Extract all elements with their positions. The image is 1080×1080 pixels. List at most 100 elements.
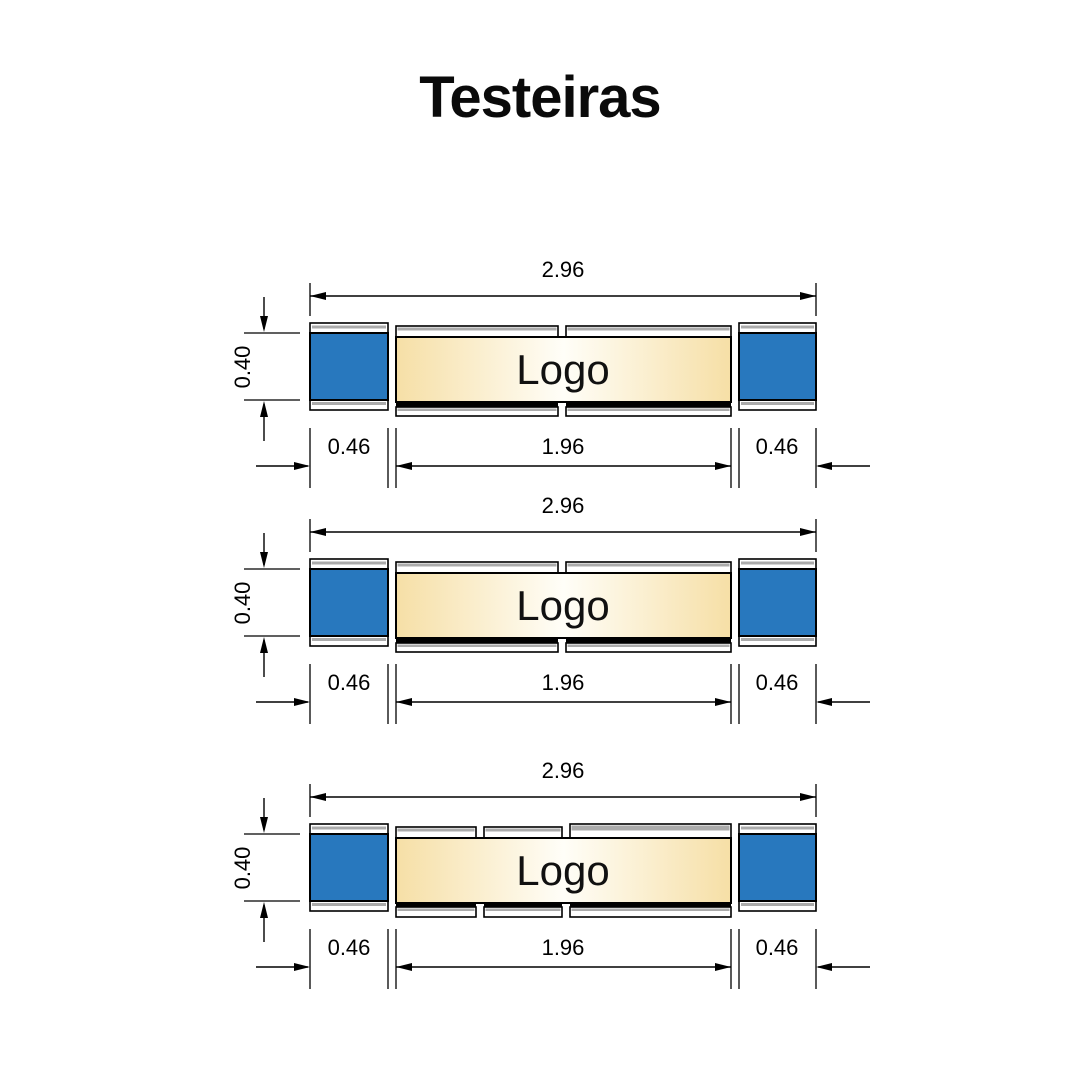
dimension-right-cap: 0.46 bbox=[738, 664, 870, 724]
dimension-total-width: 2.96 bbox=[309, 758, 817, 817]
dim-label-logo-width: 1.96 bbox=[542, 935, 585, 960]
bottom-band-segment bbox=[396, 903, 476, 907]
diagram-testeira-3: 2.96 0.40 bbox=[230, 758, 870, 989]
arrowhead-right bbox=[715, 698, 731, 706]
arrowhead-right bbox=[715, 462, 731, 470]
dimension-height: 0.40 bbox=[230, 297, 300, 441]
bottom-band-segment bbox=[396, 402, 558, 407]
dimension-left-cap: 0.46 bbox=[256, 929, 389, 989]
dim-label-total-width: 2.96 bbox=[542, 758, 585, 783]
bottom-rail-segment bbox=[483, 906, 563, 918]
arrowhead-down bbox=[260, 552, 268, 568]
trim-line bbox=[741, 561, 814, 565]
trim-line bbox=[397, 408, 557, 411]
dim-label-total-width: 2.96 bbox=[542, 493, 585, 518]
arrowhead-left bbox=[310, 528, 326, 536]
bottom-band-segment bbox=[570, 903, 731, 907]
trim-line bbox=[485, 908, 561, 911]
dim-label-right-cap: 0.46 bbox=[756, 670, 799, 695]
arrowhead-right bbox=[800, 793, 816, 801]
bottom-band-segment bbox=[566, 638, 731, 643]
bottom-rail-segment bbox=[565, 406, 732, 417]
end-cap-left bbox=[309, 823, 389, 912]
arrowhead-right bbox=[294, 963, 310, 971]
arrowhead-right bbox=[294, 462, 310, 470]
arrowhead-left bbox=[310, 292, 326, 300]
logo-panel bbox=[395, 572, 732, 639]
logo-label: Logo bbox=[516, 582, 609, 629]
end-cap-left-panel bbox=[309, 332, 389, 401]
dimension-total-width: 2.96 bbox=[309, 257, 817, 316]
arrowhead-left bbox=[396, 698, 412, 706]
arrowhead-up bbox=[260, 902, 268, 918]
dim-label-logo-width: 1.96 bbox=[542, 670, 585, 695]
bottom-band-segment bbox=[396, 638, 558, 643]
dimension-total-width: 2.96 bbox=[309, 493, 817, 552]
trim-line bbox=[571, 825, 730, 831]
logo-panel-assembly: Logo bbox=[395, 561, 732, 653]
dim-label-left-cap: 0.46 bbox=[328, 670, 371, 695]
trim-line bbox=[741, 826, 814, 830]
trim-line bbox=[741, 325, 814, 329]
bottom-rail-segment bbox=[569, 906, 732, 918]
trim-line bbox=[567, 408, 730, 411]
bottom-band-segment bbox=[566, 402, 731, 407]
end-cap-left bbox=[309, 558, 389, 647]
diagram-testeira-2: 2.96 0.40 bbox=[230, 493, 870, 724]
bottom-band-segment bbox=[484, 903, 562, 907]
dimension-logo-width: 1.96 bbox=[395, 428, 732, 488]
dim-label-total-width: 2.96 bbox=[542, 257, 585, 282]
diagram-testeira-1: 2.96 0.40 bbox=[230, 257, 870, 488]
trim-line bbox=[567, 644, 730, 647]
trim-line bbox=[397, 563, 557, 567]
dimension-logo-width: 1.96 bbox=[395, 664, 732, 724]
bottom-rail-segment bbox=[395, 906, 477, 918]
dimension-left-cap: 0.46 bbox=[256, 428, 389, 488]
dimension-right-cap: 0.46 bbox=[738, 929, 870, 989]
trim-line bbox=[312, 561, 386, 565]
arrowhead-right bbox=[715, 963, 731, 971]
dimension-height: 0.40 bbox=[230, 798, 300, 942]
arrowhead-right bbox=[294, 698, 310, 706]
arrowhead-down bbox=[260, 817, 268, 833]
trim-line bbox=[312, 826, 386, 830]
arrowhead-right bbox=[800, 528, 816, 536]
trim-line bbox=[397, 327, 557, 331]
dim-label-logo-width: 1.96 bbox=[542, 434, 585, 459]
end-cap-left-panel bbox=[309, 833, 389, 902]
arrowhead-down bbox=[260, 316, 268, 332]
trim-line bbox=[741, 402, 814, 405]
trim-line bbox=[741, 638, 814, 641]
trim-line bbox=[397, 828, 475, 832]
trim-line bbox=[567, 563, 730, 567]
dim-label-height: 0.40 bbox=[230, 582, 255, 625]
trim-line bbox=[485, 828, 561, 832]
end-cap-right bbox=[738, 322, 817, 411]
end-cap-right-panel bbox=[738, 332, 817, 401]
end-cap-left bbox=[309, 322, 389, 411]
dim-label-right-cap: 0.46 bbox=[756, 935, 799, 960]
end-cap-right bbox=[738, 558, 817, 647]
trim-line bbox=[397, 644, 557, 647]
arrowhead-left bbox=[396, 963, 412, 971]
bottom-rail-segment bbox=[395, 642, 559, 653]
dimension-height: 0.40 bbox=[230, 533, 300, 677]
bottom-rail-segment bbox=[565, 642, 732, 653]
trim-line bbox=[397, 908, 475, 911]
dim-label-left-cap: 0.46 bbox=[328, 935, 371, 960]
dim-label-height: 0.40 bbox=[230, 847, 255, 890]
page-title: Testeiras bbox=[419, 65, 661, 130]
trim-line bbox=[312, 638, 386, 641]
dim-label-left-cap: 0.46 bbox=[328, 434, 371, 459]
logo-label: Logo bbox=[516, 346, 609, 393]
logo-panel bbox=[395, 336, 732, 403]
trim-line bbox=[312, 903, 386, 906]
arrowhead-up bbox=[260, 401, 268, 417]
end-cap-right-panel bbox=[738, 833, 817, 902]
arrowhead-left bbox=[816, 698, 832, 706]
arrowhead-left bbox=[396, 462, 412, 470]
dimension-right-cap: 0.46 bbox=[738, 428, 870, 488]
trim-line bbox=[741, 903, 814, 906]
dim-label-right-cap: 0.46 bbox=[756, 434, 799, 459]
logo-label: Logo bbox=[516, 847, 609, 894]
